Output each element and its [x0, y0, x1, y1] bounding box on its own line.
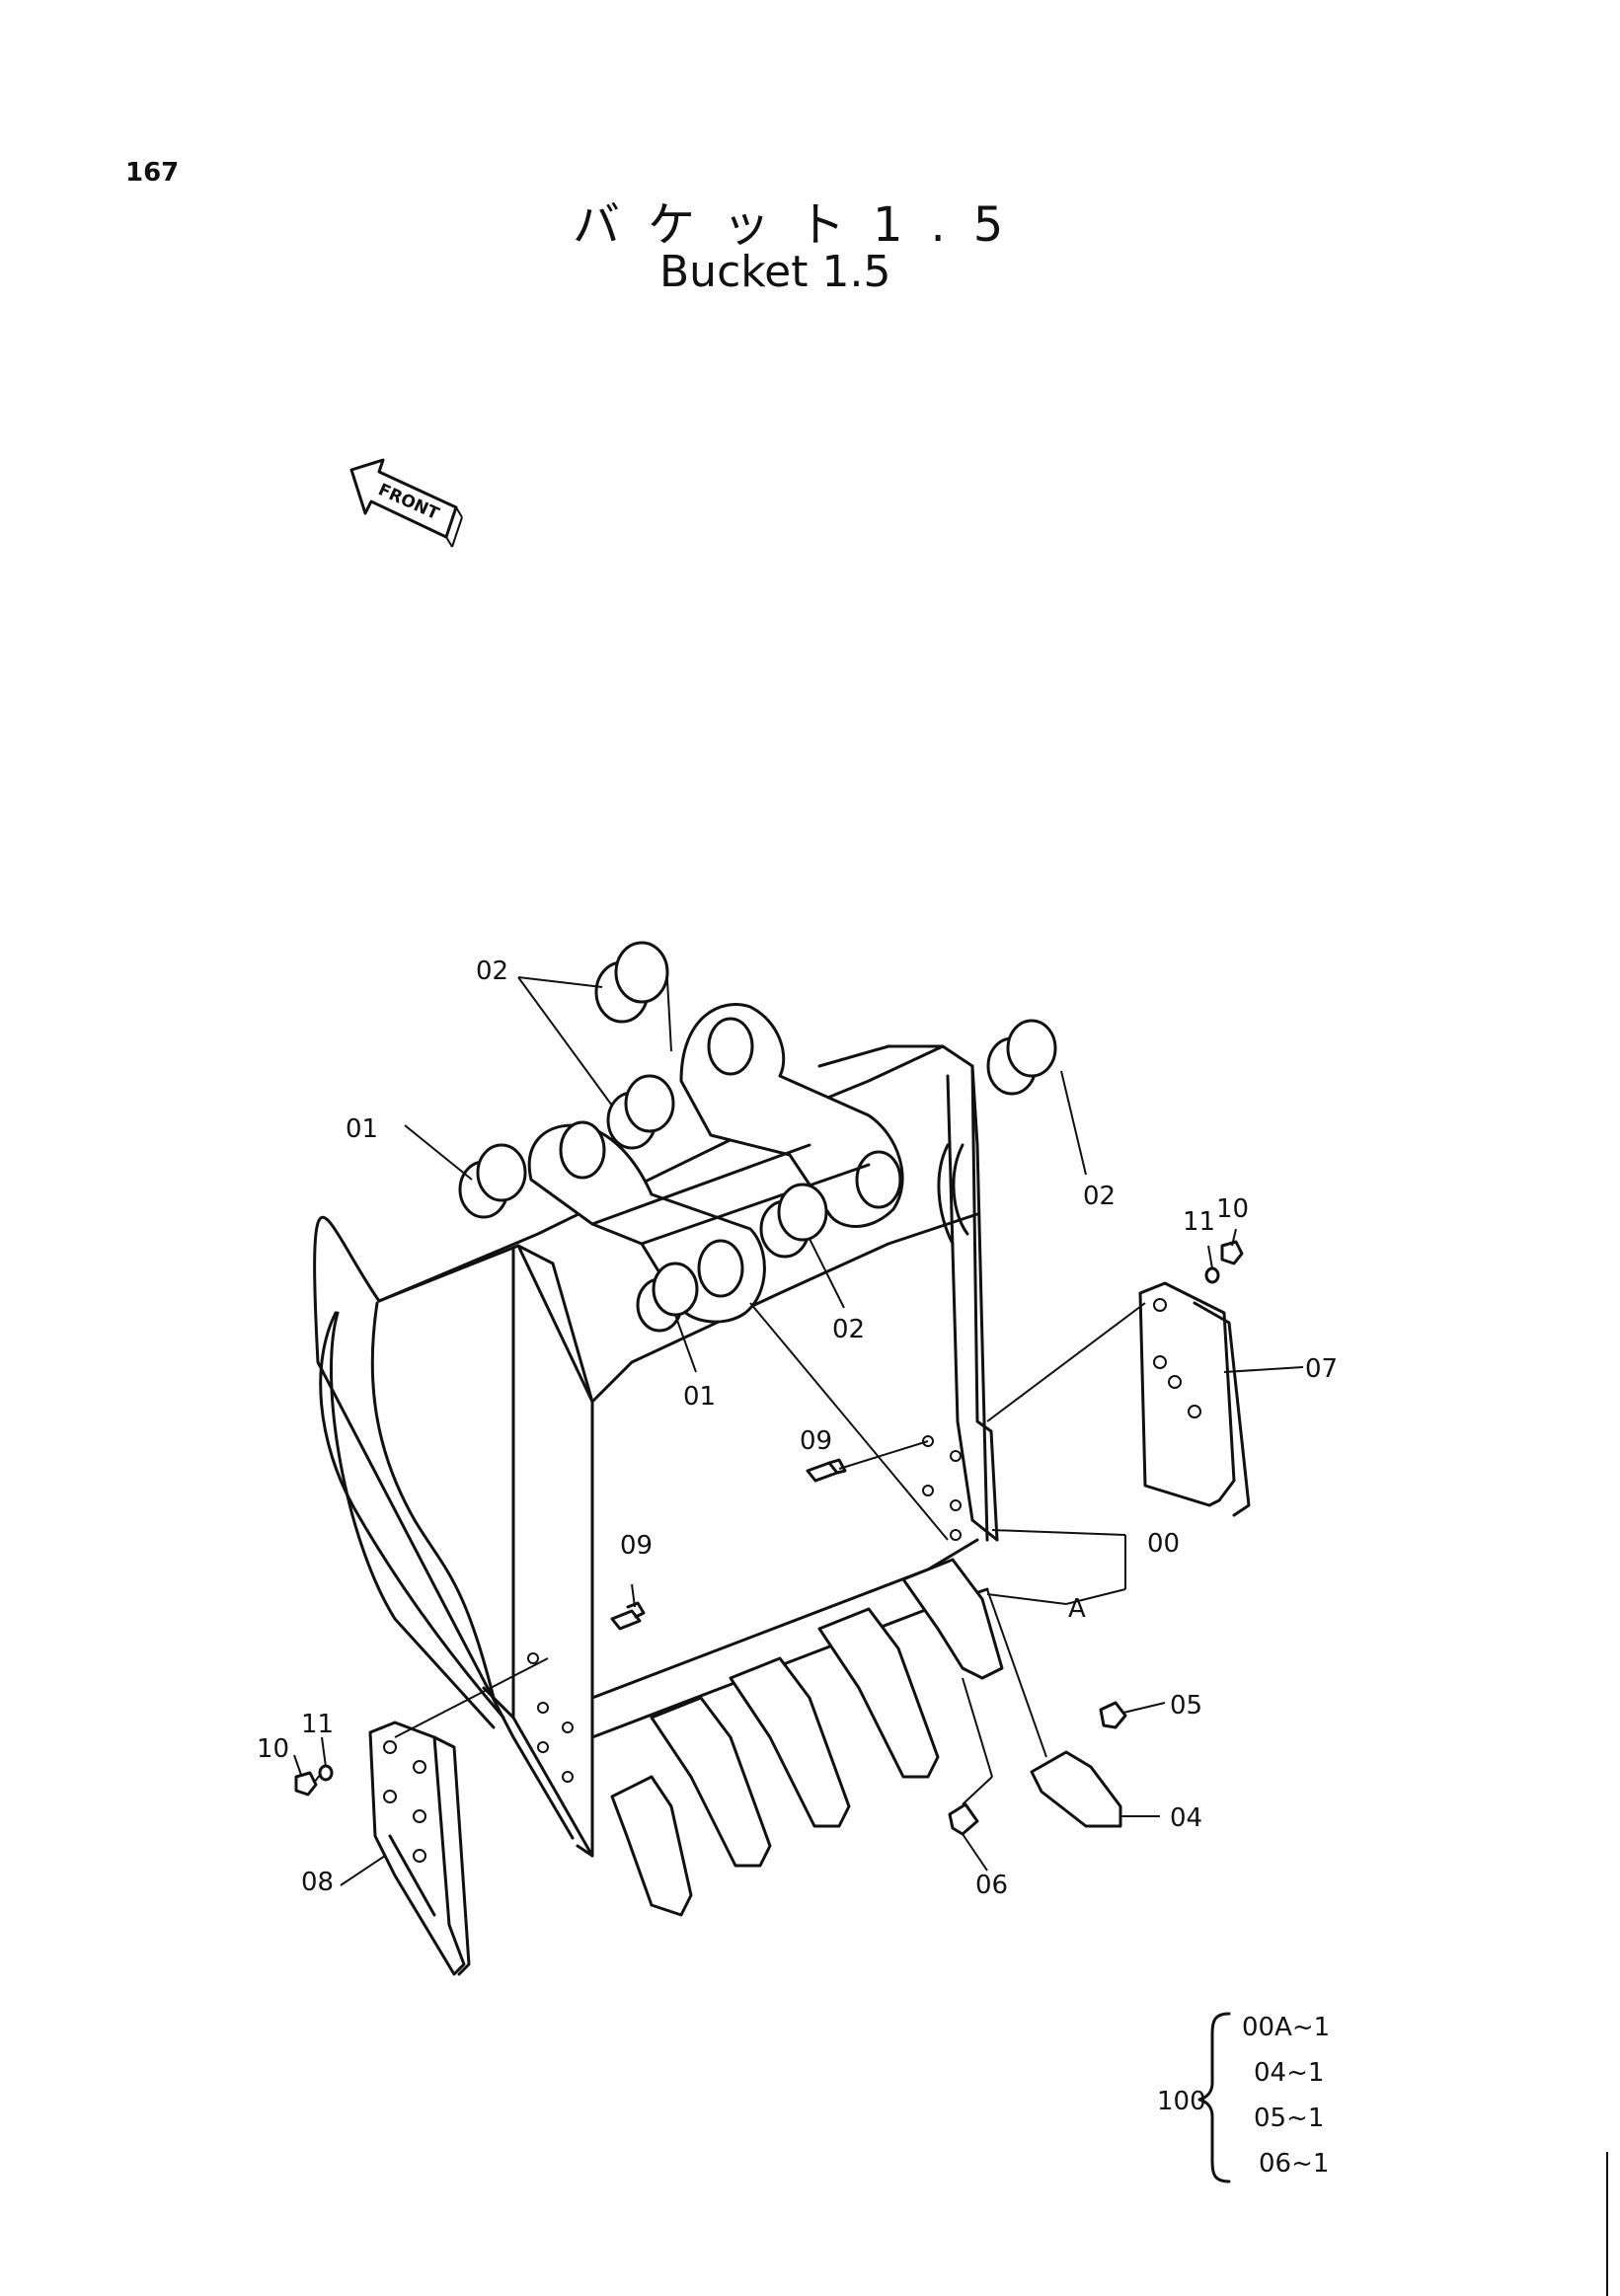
kit-number: 100 [1157, 2087, 1206, 2116]
leader-lines [293, 961, 1304, 1886]
callout-07: 07 [1305, 1354, 1338, 1384]
bushing-02-mid [606, 1074, 675, 1150]
bushing-01-lower [636, 1262, 699, 1333]
callout-02-lower: 02 [832, 1315, 865, 1344]
pin-05 [1099, 1701, 1127, 1729]
kit-list: 100 00A~1 04~1 05~1 06~1 [1157, 2012, 1330, 2183]
callout-09-left: 09 [620, 1531, 653, 1561]
side-wall-holes [527, 1435, 962, 1783]
washer-11-left [318, 1764, 334, 1782]
nut-10-left [294, 1771, 318, 1797]
callout-10-right: 10 [1216, 1194, 1249, 1224]
bushing-01-left [458, 1143, 527, 1219]
lock-06 [948, 1802, 979, 1836]
kit-item-3: 05~1 [1254, 2104, 1324, 2133]
washer-11-right [1204, 1266, 1220, 1284]
callout-04: 04 [1170, 1803, 1202, 1833]
kit-item-2: 04~1 [1254, 2058, 1324, 2088]
callout-06: 06 [975, 1871, 1008, 1900]
callout-00: 00 [1147, 1529, 1180, 1559]
title-english: Bucket 1.5 [659, 247, 891, 297]
callout-05: 05 [1170, 1691, 1202, 1721]
kit-item-1: 00A~1 [1242, 2013, 1330, 2042]
side-cutter-07 [1138, 1281, 1251, 1517]
bucket-teeth [610, 1558, 1004, 1917]
callout-08: 08 [301, 1868, 334, 1897]
bushings [458, 941, 1057, 1333]
adapter-04 [1030, 1750, 1122, 1828]
callout-02-top: 02 [476, 957, 508, 986]
callout-11-left: 11 [301, 1710, 334, 1739]
callout-01-lower: 01 [683, 1382, 716, 1412]
callout-11-right: 11 [1183, 1207, 1215, 1237]
title-japanese: バケット1.5 [573, 197, 1032, 253]
callout-01-left: 01 [346, 1114, 378, 1144]
bolt-09-left [610, 1601, 646, 1631]
bushing-02-top [594, 941, 669, 1024]
side-cutter-08 [368, 1721, 471, 1976]
callout-A: A [1068, 1594, 1086, 1624]
callout-labels: 02 01 02 02 01 11 10 07 09 09 00 A 05 04… [257, 957, 1338, 1900]
boss-brackets [527, 1003, 904, 1324]
bushing-02-lower [759, 1183, 828, 1259]
callout-02-right: 02 [1083, 1182, 1116, 1211]
bushing-02-right [986, 1019, 1057, 1096]
page-number: 167 [125, 158, 180, 188]
kit-item-4: 06~1 [1259, 2149, 1329, 2179]
callout-09-right: 09 [800, 1426, 832, 1456]
bolt-09-right [806, 1458, 847, 1483]
callout-10-left: 10 [257, 1734, 289, 1764]
front-arrow-icon: FRONT [349, 458, 463, 548]
